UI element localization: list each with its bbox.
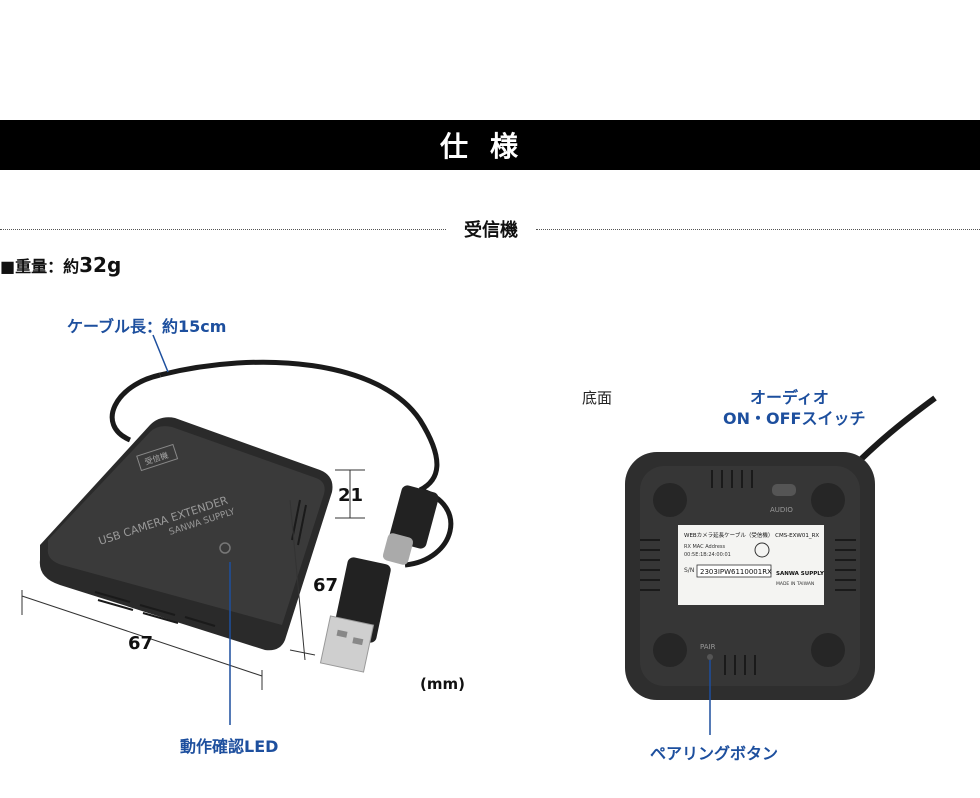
audio-switch [772,484,796,496]
dimension-lines [21,469,365,690]
section-heading: 受信機 [464,220,518,241]
led-indicator [219,542,231,554]
bottom-view-label: 底面 [582,389,613,407]
cable-length-label: ケーブル長：約15cm [67,317,227,336]
usbc-plug [382,533,414,565]
device-top-face [47,426,325,625]
sticker-mac: RX MAC Address [684,544,726,550]
audio-switch-label-2: ON・OFFスイッチ [723,409,866,428]
sticker-mac-value: 00:5E:1B:24:00:01 [684,552,731,558]
sticker-serial: 2303IPW6110001RX [700,568,772,576]
dim-depth: 67 [313,575,339,596]
unit-label: (mm) [420,675,465,693]
device-vents [94,499,307,627]
weight-spec: ■重量：約32g [0,253,121,277]
usbc-housing [389,485,439,549]
cable-main [159,359,440,493]
section-divider-right [536,229,980,230]
sticker-serial-prefix: S/N [684,567,694,574]
pairing-button-label: ペアリングボタン [650,744,779,763]
foot-bottom-right [811,633,845,667]
spec-title: 仕様 [439,130,540,163]
foot-top-left [653,483,687,517]
case-badge-box [136,443,179,472]
foot-top-right [811,483,845,517]
usba-plug [319,615,375,673]
section-divider-left [0,229,446,230]
led-label: 動作確認LED [180,737,279,756]
switch-label: AUDIO [770,506,793,514]
dim-width: 67 [128,633,154,654]
weight-label: ■重量：約 [0,257,80,276]
dim-height: 21 [338,485,364,506]
sticker-title: WEBカメラ延長ケーブル（受信機） CMS-EXW01_RX [684,531,819,539]
spec-title-banner: 仕様 [0,120,980,170]
pair-small-label: PAIR [700,643,716,651]
sticker-made: MADE IN TAIWAN [776,581,814,587]
pair-button [707,654,713,660]
sticker-brand: SANWA SUPPLY [776,571,825,577]
foot-bottom-left [653,633,687,667]
weight-value: 32g [79,253,122,277]
cert-mark [754,542,770,558]
cable-loop [109,372,161,443]
audio-switch-label-1: オーディオ [750,388,829,407]
cable-callout-line [152,334,169,373]
bottom-vents [640,470,856,675]
